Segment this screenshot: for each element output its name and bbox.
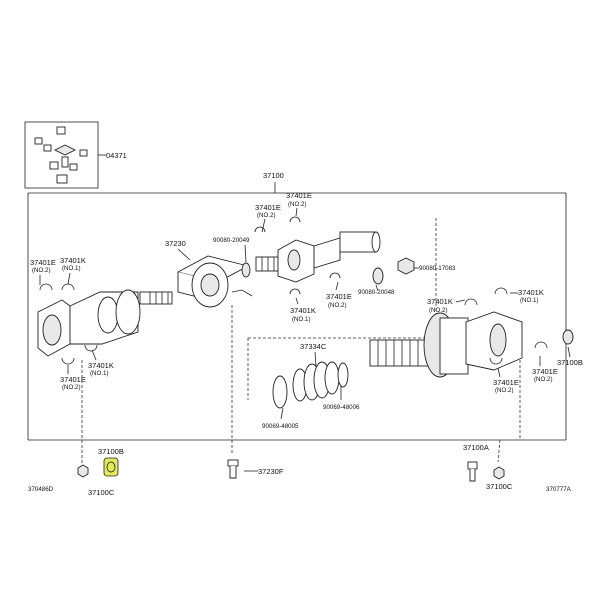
- universal-joint-kit: 04371: [24, 121, 127, 189]
- label-bolt-right: 37100B: [557, 358, 583, 367]
- label-nut-right: 37100C: [486, 482, 513, 491]
- intermediate-shaft: [254, 216, 415, 295]
- label-center-bearing: 37230: [165, 239, 186, 248]
- label-brg-lower-e: 37401E: [60, 375, 86, 384]
- label-brg-top-k: 37401K: [290, 306, 316, 315]
- label-boot: 37334C: [300, 342, 327, 351]
- label-clamp-005: 90069-48005: [262, 423, 299, 430]
- assembly-frame: 37100: [27, 171, 567, 441]
- label-bolt-center: 37230F: [258, 467, 284, 476]
- label-ref-left: 370486D: [28, 486, 54, 493]
- kit-label: 04371: [106, 151, 127, 160]
- top-labels: 37401E (NO.2) 37401E (NO.2) 37230 90080-…: [165, 191, 456, 323]
- label-brg-top-e1-no: (NO.2): [257, 212, 276, 219]
- label-brg-mid-e-no: (NO.2): [328, 302, 347, 309]
- label-brg-far-k: 37401K: [518, 288, 544, 297]
- rear-shaft: [369, 287, 574, 378]
- label-brg-top-k-no: (NO.1): [292, 316, 311, 323]
- label-nut-left: 37100C: [88, 488, 115, 497]
- label-bolt-left: 37100B: [98, 447, 124, 456]
- label-brg-lower-e-no: (NO.2): [62, 384, 81, 391]
- label-brg-left-k: 37401K: [60, 256, 86, 265]
- front-flange-yoke: [37, 283, 173, 365]
- label-brg-far-e: 37401E: [532, 367, 558, 376]
- assembly-label: 37100: [263, 171, 284, 180]
- label-washer-048: 90080-20048: [358, 289, 395, 296]
- label-brg-top-e2-no: (NO.2): [288, 201, 307, 208]
- label-brg-lower-k: 37401K: [88, 361, 114, 370]
- label-brg-right-e-no: (NO.2): [495, 387, 514, 394]
- label-brg-top-e1: 37401E: [255, 203, 281, 212]
- label-nut-083: 90080-17083: [419, 265, 456, 272]
- label-brg-mid-e: 37401E: [326, 292, 352, 301]
- label-washer-049: 90080-20049: [213, 237, 250, 244]
- label-brg-left-e: 37401E: [30, 258, 56, 267]
- label-brg-right-k: 37401K: [427, 297, 453, 306]
- label-brg-left-e-no: (NO.2): [32, 267, 51, 274]
- label-brg-far-k-no: (NO.1): [520, 297, 539, 304]
- right-labels: 37401K (NO.2) 37401K (NO.1) 37401E (NO.2…: [427, 288, 583, 394]
- label-brg-lower-k-no: (NO.1): [90, 370, 109, 377]
- label-ref-right: 370777A: [546, 486, 572, 493]
- highlighted-part: [103, 457, 119, 477]
- label-clamp-006: 90069-48006: [323, 404, 360, 411]
- label-brg-top-e2: 37401E: [286, 191, 312, 200]
- label-brg-far-e-no: (NO.2): [534, 376, 553, 383]
- label-brg-left-k-no: (NO.1): [62, 265, 81, 272]
- label-bolt-bottom-right: 37100A: [463, 443, 489, 452]
- label-brg-right-k-no: (NO.2): [429, 307, 448, 314]
- label-brg-right-e: 37401E: [493, 378, 519, 387]
- left-labels: 37401E (NO.2) 37401K (NO.1) 37401K (NO.1…: [30, 256, 114, 391]
- bottom-hardware: 37100B 37100C 37230F 37100A 37100C 37048…: [28, 443, 572, 497]
- boot-labels: 37334C 90069-48006 90069-48005: [262, 342, 360, 430]
- center-bearing: [176, 255, 253, 308]
- boot-and-clamps: [272, 361, 349, 409]
